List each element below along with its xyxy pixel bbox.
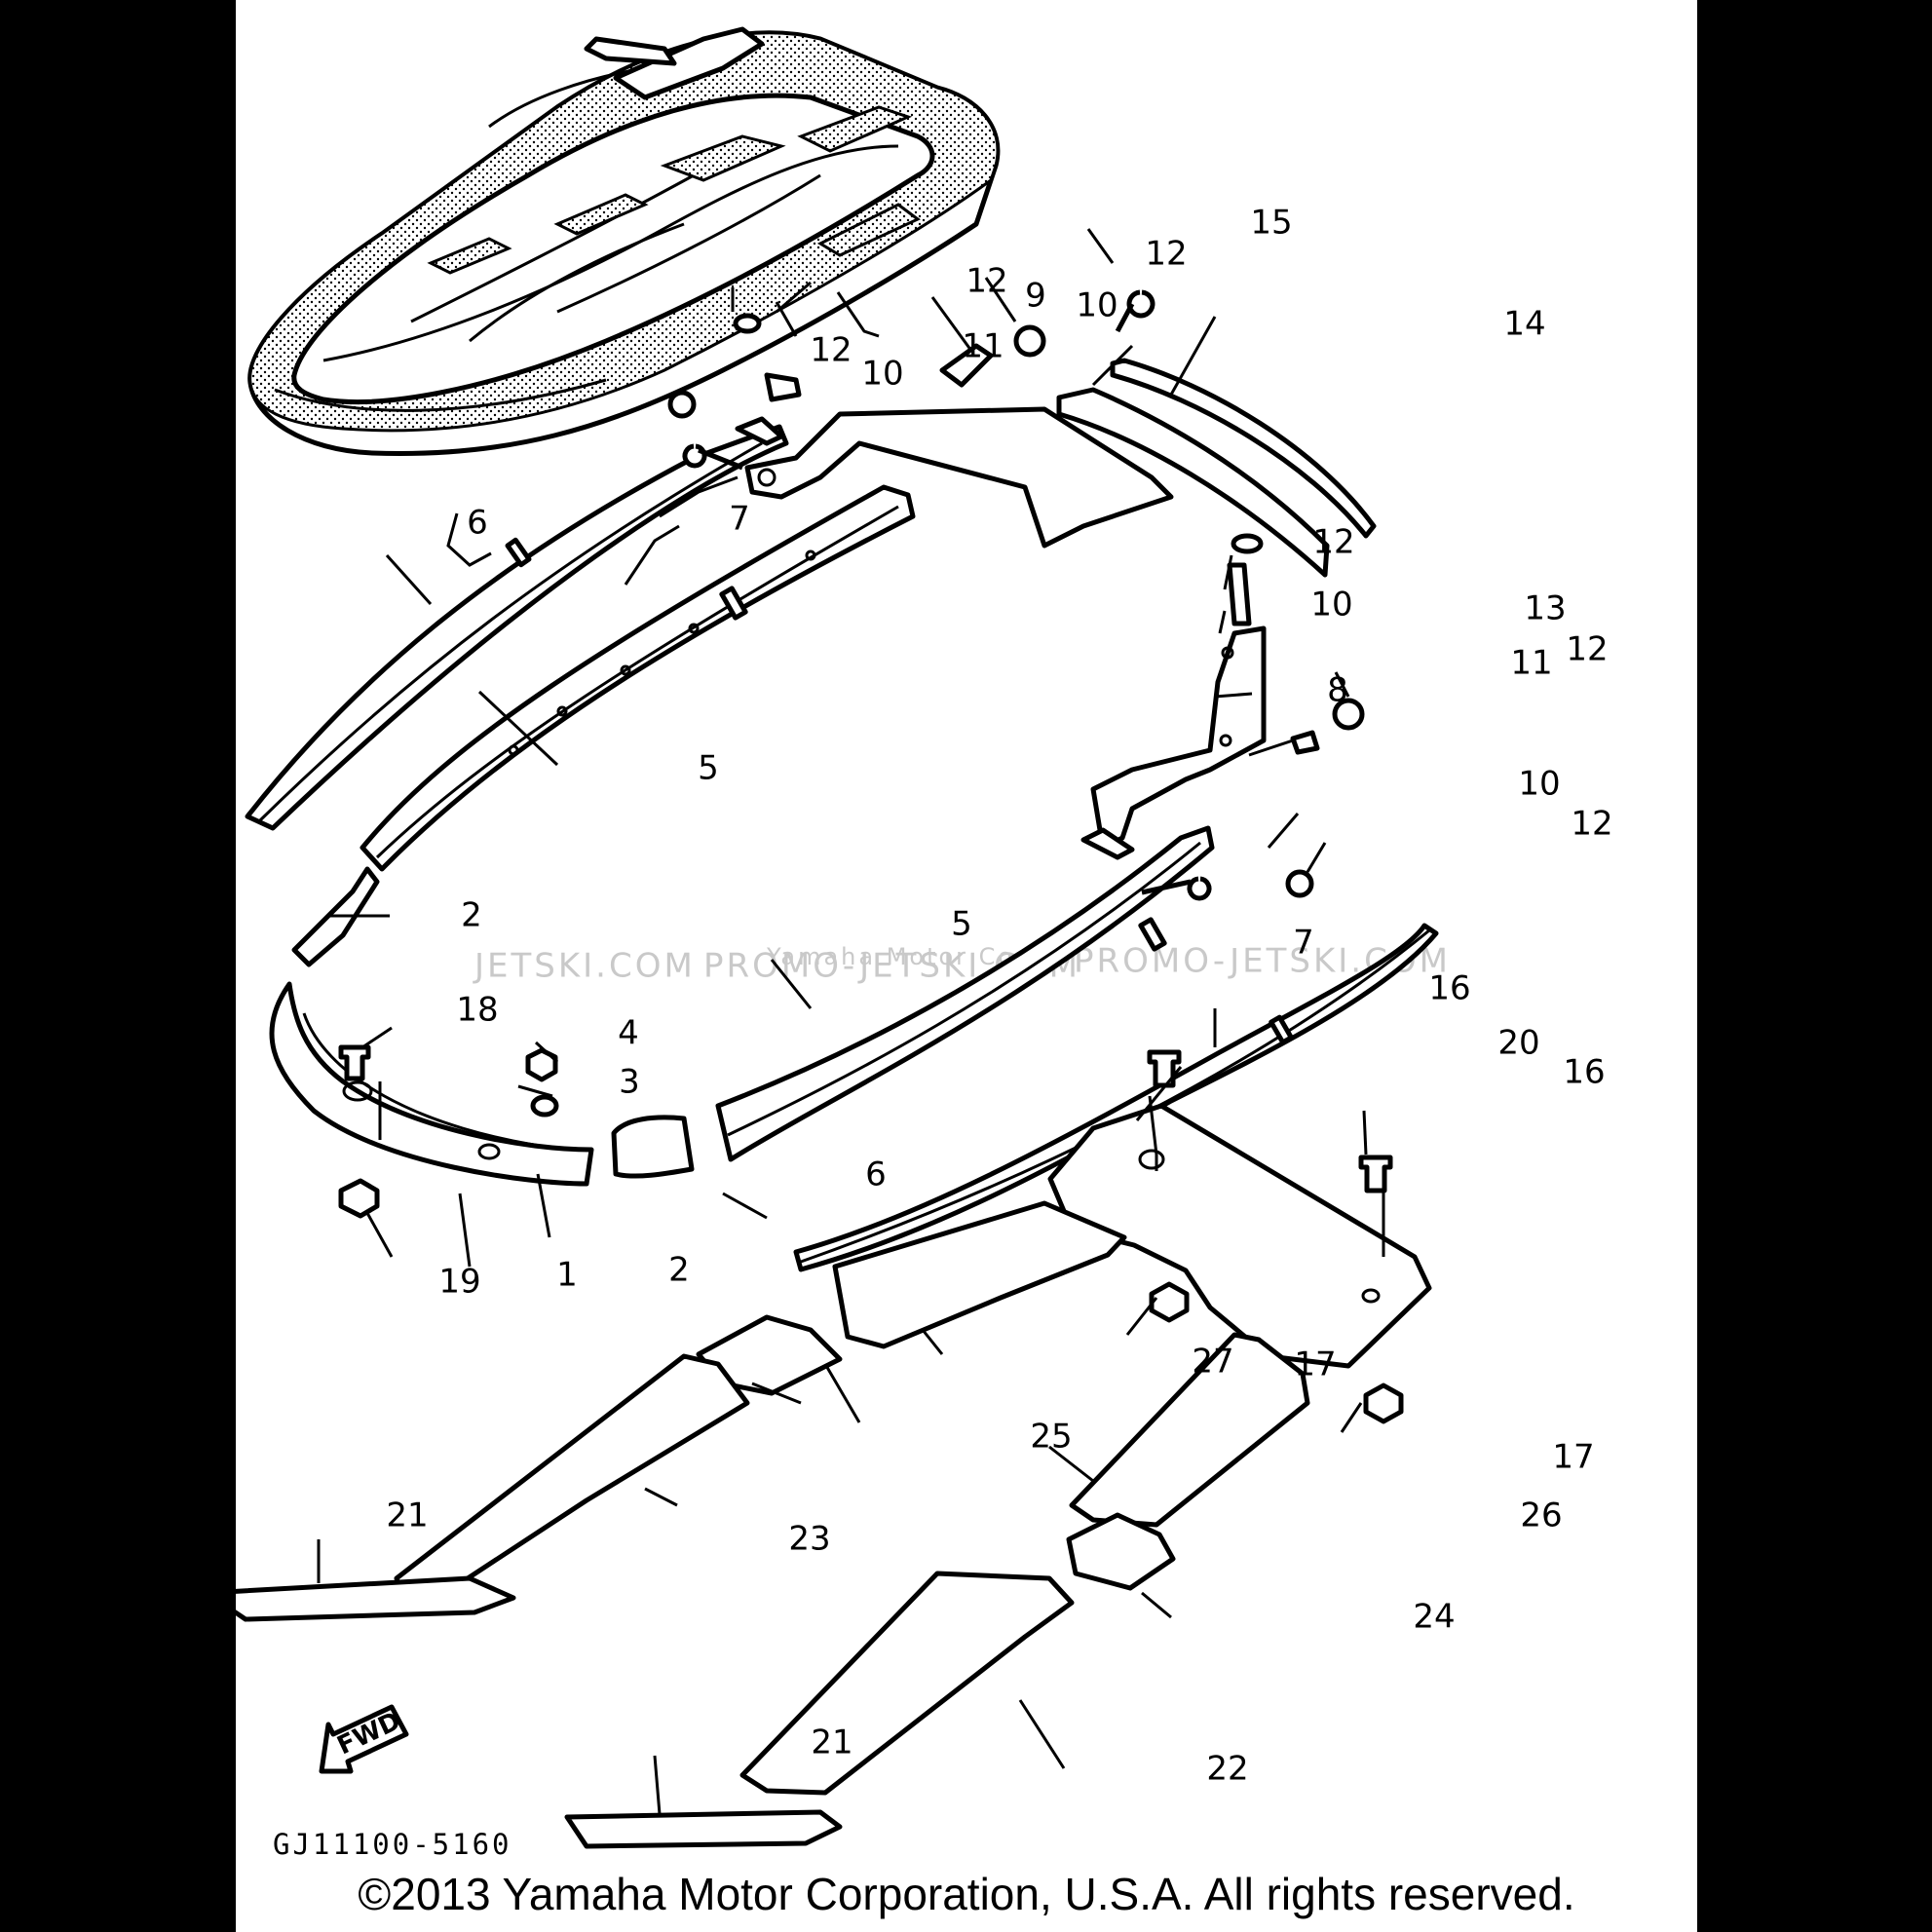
callout-9: 9 — [1025, 277, 1046, 316]
callout-2-lower: 2 — [668, 1251, 690, 1290]
callout-11-b: 11 — [1510, 644, 1552, 683]
callout-7-lower: 7 — [1293, 924, 1314, 963]
callout-7-upper: 7 — [729, 500, 750, 539]
callout-26: 26 — [1520, 1496, 1562, 1535]
callout-2-upper: 2 — [461, 896, 482, 935]
callout-8: 8 — [1327, 671, 1348, 710]
callout-1: 1 — [556, 1256, 578, 1295]
callout-6-lower: 6 — [865, 1155, 887, 1194]
callout-17-a: 17 — [1294, 1345, 1336, 1384]
callout-10-d: 10 — [1518, 765, 1560, 804]
callout-12-b: 12 — [966, 262, 1007, 301]
callout-5-lower: 5 — [951, 905, 972, 944]
callout-16-b: 16 — [1563, 1053, 1605, 1092]
mat-27 — [832, 1200, 1127, 1349]
leader-lines — [317, 228, 1385, 1815]
watermark-1: JETSKI.COM — [473, 947, 696, 986]
mat-22 — [739, 1571, 1075, 1796]
callout-25: 25 — [1030, 1418, 1072, 1457]
callout-18: 18 — [456, 991, 498, 1030]
deck-mats — [236, 1200, 1310, 1849]
callout-19: 19 — [438, 1263, 480, 1302]
callout-12-f: 12 — [1571, 805, 1612, 844]
callout-27: 27 — [1192, 1343, 1233, 1382]
part-9-bracket — [744, 406, 1174, 549]
callout-24: 24 — [1413, 1598, 1455, 1637]
callout-21-upper: 21 — [386, 1496, 428, 1535]
callouts: 1 2 2 3 4 5 5 6 6 7 7 8 9 10 10 10 10 11… — [386, 204, 1612, 1789]
callout-12-a: 12 — [810, 331, 852, 370]
callout-14: 14 — [1503, 305, 1545, 344]
fwd-arrow-icon: FWD — [319, 1704, 409, 1774]
part-5-lower — [715, 825, 1215, 1162]
callout-5-upper: 5 — [698, 749, 719, 788]
mat-26 — [1069, 1332, 1310, 1528]
mat-21-lower — [564, 1809, 843, 1849]
exploded-parts-diagram: JETSKI.COM PROMO-JETSKI.COM Yamaha Motor… — [236, 26, 1613, 1861]
callout-17-b: 17 — [1552, 1438, 1594, 1477]
part-13-rear-rail — [1056, 387, 1330, 578]
callout-12-e: 12 — [1566, 630, 1608, 669]
part-6-upper — [245, 424, 789, 831]
mat-24 — [1066, 1512, 1176, 1591]
callout-10-a: 10 — [861, 355, 903, 394]
callout-11-a: 11 — [962, 327, 1004, 366]
diagram-sheet: JETSKI.COM PROMO-JETSKI.COM Yamaha Motor… — [236, 0, 1697, 1932]
callout-12-d: 12 — [1312, 523, 1354, 562]
callout-15: 15 — [1250, 204, 1292, 243]
part-14-rear-cap — [1110, 358, 1377, 539]
callout-10-b: 10 — [1076, 286, 1118, 325]
callout-20: 20 — [1497, 1024, 1539, 1063]
callout-6-upper: 6 — [467, 504, 488, 543]
mat-23 — [394, 1353, 750, 1606]
mat-21-upper — [236, 1575, 516, 1622]
part-5-upper — [360, 484, 916, 872]
callout-16-a: 16 — [1428, 969, 1470, 1008]
callout-12-c: 12 — [1145, 235, 1187, 274]
callout-22: 22 — [1206, 1750, 1248, 1789]
callout-3: 3 — [619, 1063, 640, 1102]
callout-13: 13 — [1524, 589, 1566, 628]
callout-4: 4 — [618, 1014, 639, 1053]
callout-10-c: 10 — [1310, 586, 1352, 625]
watercraft-hull — [247, 26, 1001, 456]
copyright-notice: ©2013 Yamaha Motor Corporation, U.S.A. A… — [358, 1869, 1575, 1919]
callout-23: 23 — [788, 1520, 830, 1559]
part-8-rear-bracket — [1090, 625, 1267, 851]
callout-21-lower: 21 — [811, 1724, 852, 1762]
part-1-bumper — [269, 981, 594, 1187]
part-2-lower — [611, 1115, 695, 1179]
diagram-code: GJ11100-5160 — [273, 1828, 512, 1861]
